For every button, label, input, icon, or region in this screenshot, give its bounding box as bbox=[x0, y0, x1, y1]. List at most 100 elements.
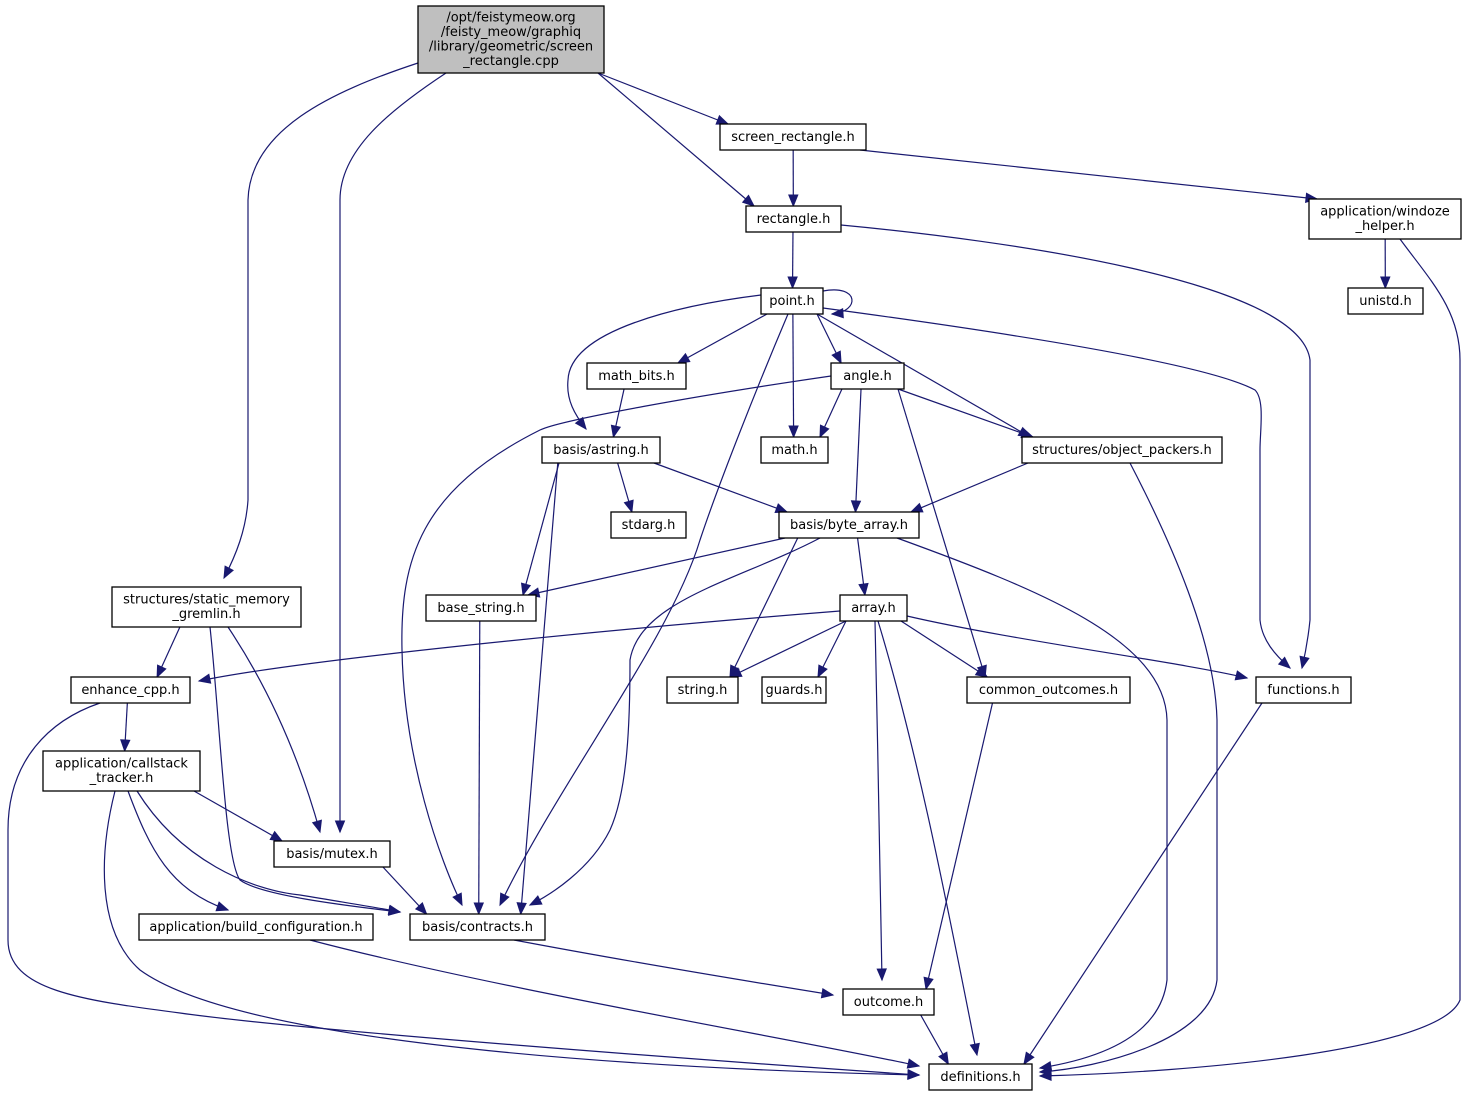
node-label: basis/byte_array.h bbox=[790, 518, 908, 533]
node-base-string[interactable]: base_string.h bbox=[425, 594, 537, 622]
edge-array-to-guards bbox=[817, 620, 847, 679]
node-label: /feisty_meow/graphiq bbox=[441, 25, 581, 40]
node-unistd[interactable]: unistd.h bbox=[1347, 287, 1424, 315]
edge-line bbox=[677, 313, 768, 364]
arrowhead-icon bbox=[516, 902, 527, 916]
node-static-memory-gremlin[interactable]: structures/static_memory_gremlin.h bbox=[111, 586, 302, 628]
node-box[interactable] bbox=[778, 511, 920, 539]
node-box[interactable] bbox=[966, 676, 1131, 704]
edge-common-outcomes-to-outcome bbox=[923, 702, 994, 991]
node-label: math.h bbox=[771, 443, 817, 458]
node-box[interactable] bbox=[417, 5, 605, 74]
node-box[interactable] bbox=[70, 676, 191, 704]
node-box[interactable] bbox=[42, 750, 201, 792]
edge-screen-rectangle-to-windoze-helper bbox=[859, 149, 1319, 203]
edge-static-memory-gremlin-to-contracts bbox=[209, 626, 402, 916]
node-label: structures/static_memory bbox=[123, 593, 290, 608]
node-box[interactable] bbox=[745, 205, 842, 233]
node-math-bits[interactable]: math_bits.h bbox=[586, 362, 687, 390]
edge-line bbox=[816, 313, 1031, 438]
node-common-outcomes[interactable]: common_outcomes.h bbox=[966, 676, 1131, 704]
node-root[interactable]: /opt/feistymeow.org/feisty_meow/graphiq/… bbox=[417, 5, 605, 74]
arrowhead-icon bbox=[676, 352, 691, 364]
node-label: structures/object_packers.h bbox=[1032, 443, 1212, 458]
node-label: array.h bbox=[851, 601, 896, 616]
node-box[interactable] bbox=[760, 287, 824, 315]
arrowhead-icon bbox=[1234, 670, 1249, 681]
node-label: point.h bbox=[769, 294, 815, 309]
node-definitions[interactable]: definitions.h bbox=[928, 1063, 1033, 1091]
node-windoze-helper[interactable]: application/windoze_helper.h bbox=[1308, 198, 1462, 240]
node-math[interactable]: math.h bbox=[760, 436, 829, 464]
node-box[interactable] bbox=[1021, 436, 1223, 464]
node-box[interactable] bbox=[666, 676, 739, 704]
edge-callstack-tracker-to-contracts bbox=[136, 790, 402, 915]
node-enhance-cpp[interactable]: enhance_cpp.h bbox=[70, 676, 191, 704]
node-box[interactable] bbox=[273, 840, 391, 868]
node-box[interactable] bbox=[1347, 287, 1424, 315]
node-box[interactable] bbox=[761, 676, 827, 704]
node-box[interactable] bbox=[111, 586, 302, 628]
edge-point-to-math bbox=[788, 313, 799, 439]
node-contracts[interactable]: basis/contracts.h bbox=[409, 913, 546, 941]
edges-layer bbox=[7, 62, 1461, 1081]
arrowhead-icon bbox=[452, 892, 463, 907]
arrowhead-icon bbox=[223, 565, 234, 580]
node-box[interactable] bbox=[839, 594, 908, 622]
node-byte-array[interactable]: basis/byte_array.h bbox=[778, 511, 920, 539]
node-box[interactable] bbox=[830, 362, 905, 390]
arrowhead-icon bbox=[610, 424, 622, 439]
arrowhead-icon bbox=[197, 673, 212, 684]
node-box[interactable] bbox=[928, 1063, 1033, 1091]
node-box[interactable] bbox=[409, 913, 546, 941]
node-object-packers[interactable]: structures/object_packers.h bbox=[1021, 436, 1223, 464]
arrowhead-icon bbox=[788, 425, 799, 439]
node-label: application/build_configuration.h bbox=[149, 920, 362, 935]
node-box[interactable] bbox=[425, 594, 537, 622]
node-rectangle[interactable]: rectangle.h bbox=[745, 205, 842, 233]
edge-math-bits-to-astring bbox=[610, 388, 625, 439]
node-box[interactable] bbox=[1255, 676, 1352, 704]
node-array[interactable]: array.h bbox=[839, 594, 908, 622]
node-point[interactable]: point.h bbox=[760, 287, 824, 315]
edge-mutex-to-contracts bbox=[382, 866, 428, 915]
node-build-configuration[interactable]: application/build_configuration.h bbox=[138, 913, 374, 941]
node-box[interactable] bbox=[586, 362, 687, 390]
node-box[interactable] bbox=[719, 123, 867, 151]
node-label: rectangle.h bbox=[757, 212, 831, 227]
node-box[interactable] bbox=[541, 436, 661, 464]
arrowhead-icon bbox=[1299, 655, 1310, 670]
node-box[interactable] bbox=[842, 988, 935, 1016]
node-label: _tracker.h bbox=[89, 771, 154, 786]
edge-angle-to-byte-array bbox=[850, 388, 862, 514]
arrowhead-icon bbox=[938, 1051, 949, 1066]
arrowhead-icon bbox=[817, 664, 828, 679]
edge-object-packers-to-definitions bbox=[1038, 462, 1218, 1077]
edge-rectangle-to-point bbox=[787, 231, 798, 290]
node-angle[interactable]: angle.h bbox=[830, 362, 905, 390]
node-label: application/callstack bbox=[55, 757, 188, 772]
edge-line bbox=[209, 626, 401, 913]
node-box[interactable] bbox=[1308, 198, 1462, 240]
node-mutex[interactable]: basis/mutex.h bbox=[273, 840, 391, 868]
edge-rectangle-to-functions bbox=[840, 224, 1311, 670]
node-guards[interactable]: guards.h bbox=[761, 676, 827, 704]
edge-line bbox=[896, 537, 1168, 1069]
node-screen-rectangle[interactable]: screen_rectangle.h bbox=[719, 123, 867, 151]
node-box[interactable] bbox=[610, 511, 687, 539]
edge-angle-to-math bbox=[819, 388, 843, 439]
node-callstack-tracker[interactable]: application/callstack_tracker.h bbox=[42, 750, 201, 792]
node-box[interactable] bbox=[760, 436, 829, 464]
node-outcome[interactable]: outcome.h bbox=[842, 988, 935, 1016]
node-label: _helper.h bbox=[1354, 219, 1414, 234]
edge-astring-to-contracts bbox=[516, 462, 559, 916]
node-box[interactable] bbox=[138, 913, 374, 941]
node-string[interactable]: string.h bbox=[666, 676, 739, 704]
node-label: guards.h bbox=[766, 683, 823, 698]
edge-line bbox=[567, 294, 762, 430]
edge-line bbox=[874, 620, 883, 981]
node-functions[interactable]: functions.h bbox=[1255, 676, 1352, 704]
edge-byte-array-to-string bbox=[729, 537, 799, 679]
node-stdarg[interactable]: stdarg.h bbox=[610, 511, 687, 539]
node-astring[interactable]: basis/astring.h bbox=[541, 436, 661, 464]
